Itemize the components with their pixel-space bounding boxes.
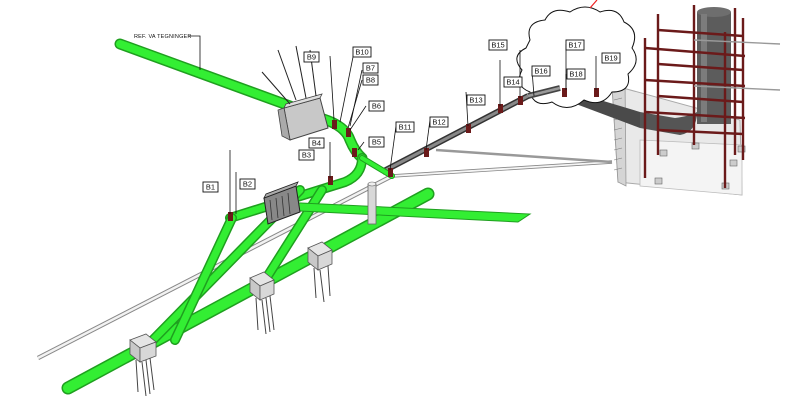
reference-note: REF. VA TEGNINGER	[134, 34, 192, 40]
tag-label: B1	[206, 183, 215, 192]
tag-label: B13	[469, 96, 482, 105]
tag-box	[352, 46, 372, 58]
tag-label: B17	[568, 41, 581, 50]
tag-box	[303, 51, 320, 63]
tag-b1: B1	[202, 181, 219, 193]
tag-b15: B15	[488, 39, 508, 51]
pile-cap-3	[307, 241, 333, 303]
tag-b16: B16	[531, 65, 551, 77]
vertical-stub	[367, 181, 377, 225]
tag-box	[566, 68, 586, 80]
tag-b18: B18	[566, 68, 586, 80]
tag-label: B7	[366, 64, 375, 73]
tag-label: B9	[307, 53, 316, 62]
tag-b5: B5	[368, 136, 385, 148]
grey-pipe-run	[380, 85, 561, 175]
tag-label: B4	[312, 139, 321, 148]
tag-box	[466, 94, 486, 106]
tag-b10: B10	[352, 46, 372, 58]
tag-box	[362, 74, 379, 86]
tag-box	[239, 178, 256, 190]
fitting-markers	[228, 88, 599, 221]
tag-label: B16	[534, 67, 547, 76]
tag-box	[298, 149, 315, 161]
tag-label: B10	[355, 48, 368, 57]
tag-box	[202, 181, 219, 193]
pile-caps	[129, 241, 333, 397]
tag-b2: B2	[239, 178, 256, 190]
tag-box	[308, 137, 325, 149]
tag-b13: B13	[466, 94, 486, 106]
tag-box	[368, 136, 385, 148]
tag-box	[395, 121, 415, 133]
tag-b17: B17	[565, 39, 585, 51]
tag-b6: B6	[368, 100, 385, 112]
tag-label: B2	[243, 180, 252, 189]
tag-b4: B4	[308, 137, 325, 149]
tag-b19: B19	[601, 52, 621, 64]
tag-box	[531, 65, 551, 77]
tag-box	[368, 100, 385, 112]
pile-cap-1	[129, 333, 157, 397]
equipment-lower	[263, 181, 301, 225]
tag-label: B18	[569, 70, 582, 79]
tag-b12: B12	[429, 116, 449, 128]
tag-label: B19	[604, 54, 617, 63]
pile-cap-2	[249, 271, 275, 335]
tag-box	[488, 39, 508, 51]
tag-label: B12	[432, 118, 445, 127]
tag-label: B3	[302, 151, 311, 160]
tag-b7: B7	[362, 62, 379, 74]
revision-cloud	[516, 0, 637, 108]
tag-b14: B14	[503, 76, 523, 88]
tag-label: B11	[399, 123, 412, 132]
tag-box	[601, 52, 621, 64]
tag-box	[503, 76, 523, 88]
tag-label: B6	[372, 102, 381, 111]
tag-label: B15	[491, 41, 504, 50]
green-pipes	[61, 38, 532, 395]
tag-b8: B8	[362, 74, 379, 86]
tag-box	[362, 62, 379, 74]
tag-b11: B11	[395, 121, 415, 133]
tag-label: B14	[506, 78, 519, 87]
tag-box	[565, 39, 585, 51]
revision-leader-red	[589, 0, 598, 9]
steel-frame	[643, 5, 781, 188]
tag-b3: B3	[298, 149, 315, 161]
tag-label: B5	[372, 138, 381, 147]
tag-label: B8	[366, 76, 375, 85]
tag-leaders	[188, 35, 597, 214]
tag-box	[429, 116, 449, 128]
equipment-upper	[261, 45, 329, 141]
tag-b9: B9	[303, 51, 320, 63]
